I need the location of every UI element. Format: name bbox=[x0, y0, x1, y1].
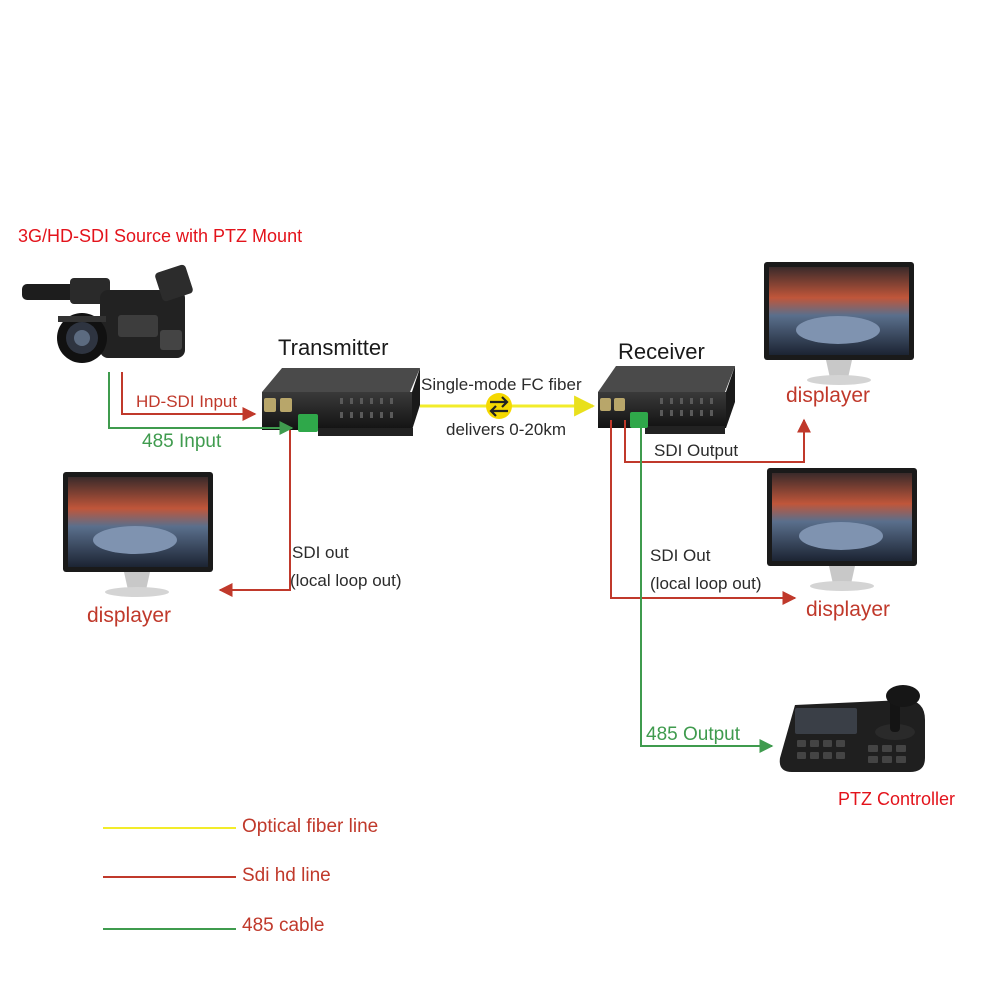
receiver-device-icon bbox=[598, 366, 735, 434]
fiber-line bbox=[420, 393, 596, 419]
displayer-top-right-label: displayer bbox=[786, 384, 871, 407]
source-title: 3G/HD-SDI Source with PTZ Mount bbox=[18, 226, 303, 246]
sdi-output-label: SDI Output bbox=[654, 441, 739, 460]
tx-sdi-out-label-line1: SDI out bbox=[292, 543, 349, 562]
monitor-top-right-icon bbox=[764, 262, 914, 385]
displayer-left-label: displayer bbox=[87, 604, 172, 627]
rs485-lines bbox=[108, 372, 774, 753]
rx-sdi-out-label-line1: SDI Out bbox=[650, 546, 711, 565]
fiber-label-line1: Single-mode FC fiber bbox=[421, 375, 582, 394]
camcorder-icon bbox=[22, 264, 193, 363]
tx-sdi-out-label-line2: (local loop out) bbox=[290, 571, 402, 590]
hdsdi-input-label: HD-SDI Input bbox=[136, 392, 238, 411]
legend-sdi-label: Sdi hd line bbox=[242, 865, 331, 886]
rs485-output-label: 485 Output bbox=[646, 724, 741, 745]
receiver-title: Receiver bbox=[618, 339, 705, 364]
sdi-lines bbox=[121, 372, 811, 605]
rx-sdi-out-label-line2: (local loop out) bbox=[650, 574, 762, 593]
legend-fiber-label: Optical fiber line bbox=[242, 816, 379, 837]
legend-485-label: 485 cable bbox=[242, 915, 325, 936]
displayer-mid-right-label: displayer bbox=[806, 598, 891, 621]
rs485-input-label: 485 Input bbox=[142, 431, 222, 452]
monitor-left-icon bbox=[63, 472, 213, 597]
transmitter-device-icon bbox=[262, 368, 420, 436]
ptz-controller-label: PTZ Controller bbox=[838, 789, 956, 809]
transmitter-title: Transmitter bbox=[278, 335, 389, 360]
ptz-keyboard-icon bbox=[779, 685, 925, 772]
monitor-mid-right-icon bbox=[767, 468, 917, 591]
fiber-label-line2: delivers 0-20km bbox=[446, 420, 566, 439]
